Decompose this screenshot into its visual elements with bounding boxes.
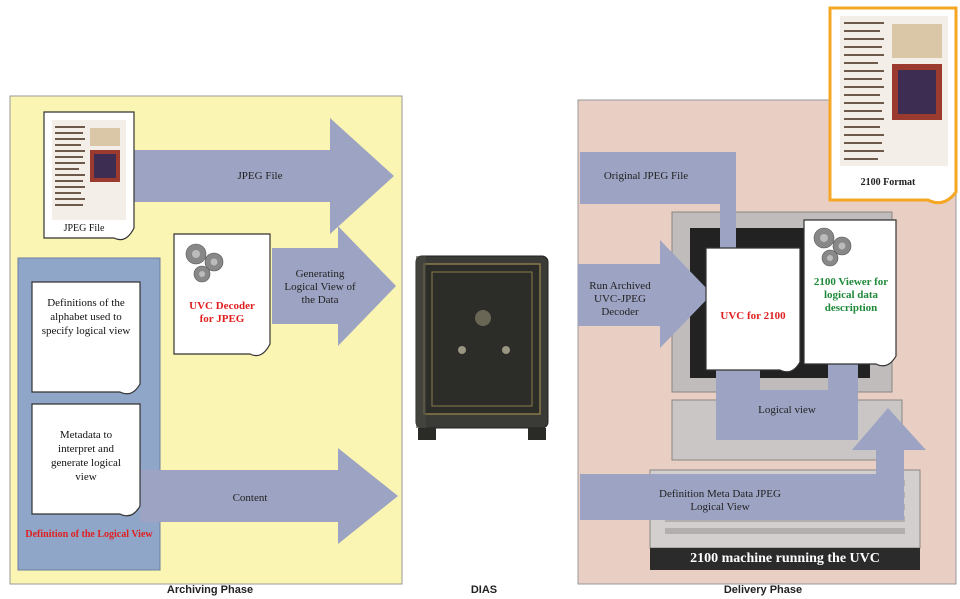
arrow-jpeg-file-label: JPEG File bbox=[210, 170, 310, 183]
arrow-generating-label: Generating Logical View of the Data bbox=[280, 268, 360, 307]
uvc-2100-label: UVC for 2100 bbox=[716, 310, 790, 323]
dias-safe-image bbox=[416, 256, 548, 440]
arrow-original-jpeg-label: Original JPEG File bbox=[586, 170, 706, 183]
definitions-doc-text: Definitions of the alphabet used to spec… bbox=[40, 296, 132, 338]
arrow-logical-view-label: Logical view bbox=[732, 404, 842, 417]
metadata-doc-text: Metadata to interpret and generate logic… bbox=[40, 428, 132, 484]
definition-logical-view-label: Definition of the Logical View bbox=[24, 528, 154, 541]
format-2100-document bbox=[830, 8, 956, 203]
arrow-run-archived-label: Run Archived UVC-JPEG Decoder bbox=[580, 280, 660, 319]
jpeg-file-document bbox=[44, 112, 134, 240]
machine-banner-label: 2100 machine running the UVC bbox=[650, 551, 920, 567]
format-2100-label: 2100 Format bbox=[846, 176, 930, 189]
jpeg-file-doc-label: JPEG File bbox=[44, 222, 124, 236]
uvc-decoder-document bbox=[174, 234, 270, 356]
archiving-phase-label: Archiving Phase bbox=[150, 584, 270, 597]
delivery-phase-label: Delivery Phase bbox=[708, 584, 818, 597]
arrow-definition-meta-label: Definition Meta Data JPEG Logical View bbox=[650, 488, 790, 514]
dias-label: DIAS bbox=[460, 584, 508, 597]
uvc-decoder-label: UVC Decoder for JPEG bbox=[186, 300, 258, 326]
arrow-content-label: Content bbox=[210, 492, 290, 505]
viewer-2100-label: 2100 Viewer for logical data description bbox=[808, 276, 894, 315]
